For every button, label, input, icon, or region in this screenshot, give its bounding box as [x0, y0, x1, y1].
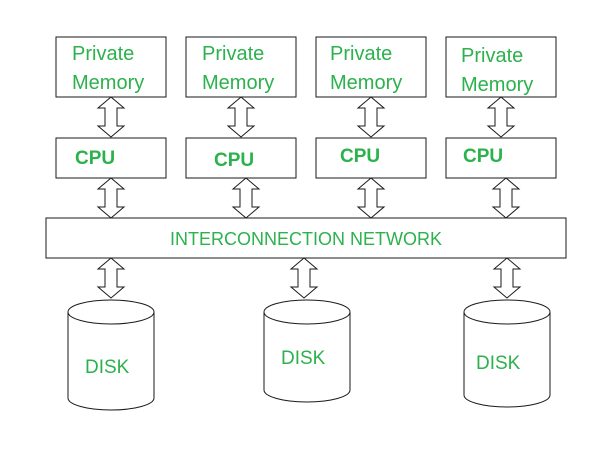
disk-2: DISK	[263, 299, 351, 403]
network-label: INTERCONNECTION NETWORK	[170, 229, 442, 249]
cpu-box-3: CPU	[315, 137, 427, 179]
cpu-label: CPU	[75, 148, 115, 169]
double-arrow-icon	[491, 177, 521, 219]
memory-label-line1: Private	[461, 45, 523, 67]
memory-label-line2: Memory	[461, 74, 533, 96]
memory-label-line1: Private	[202, 43, 264, 65]
double-arrow-icon	[289, 257, 319, 299]
double-arrow-icon	[492, 257, 522, 299]
cpu-box-4: CPU	[445, 137, 557, 179]
cpu-box-2: CPU	[185, 137, 297, 179]
disk-label: DISK	[476, 353, 521, 374]
private-memory-box-2: Private Memory	[185, 36, 297, 98]
double-arrow-icon	[96, 96, 126, 138]
double-arrow-icon	[356, 177, 386, 219]
double-arrow-icon	[226, 96, 256, 138]
private-memory-box-1: Private Memory	[55, 36, 167, 98]
cpu-label: CPU	[214, 150, 254, 171]
memory-label-line2: Memory	[72, 72, 144, 94]
disk-label: DISK	[281, 348, 326, 369]
disk-label: DISK	[85, 357, 130, 378]
private-memory-box-3: Private Memory	[315, 36, 427, 98]
disk-3: DISK	[463, 299, 551, 408]
double-arrow-icon	[96, 177, 126, 219]
disk-1: DISK	[67, 299, 155, 411]
double-arrow-icon	[486, 96, 516, 138]
private-memory-box-4: Private Memory	[445, 36, 557, 98]
memory-label-line1: Private	[330, 43, 392, 65]
cpu-box-1: CPU	[55, 137, 167, 179]
cpu-label: CPU	[340, 146, 380, 167]
interconnection-network-box: INTERCONNECTION NETWORK	[45, 217, 567, 259]
memory-label-line1: Private	[72, 43, 134, 65]
memory-label-line2: Memory	[330, 72, 402, 94]
memory-label-line2: Memory	[202, 72, 274, 94]
double-arrow-icon	[96, 257, 126, 299]
double-arrow-icon	[231, 177, 261, 219]
double-arrow-icon	[356, 96, 386, 138]
cpu-label: CPU	[463, 146, 503, 167]
